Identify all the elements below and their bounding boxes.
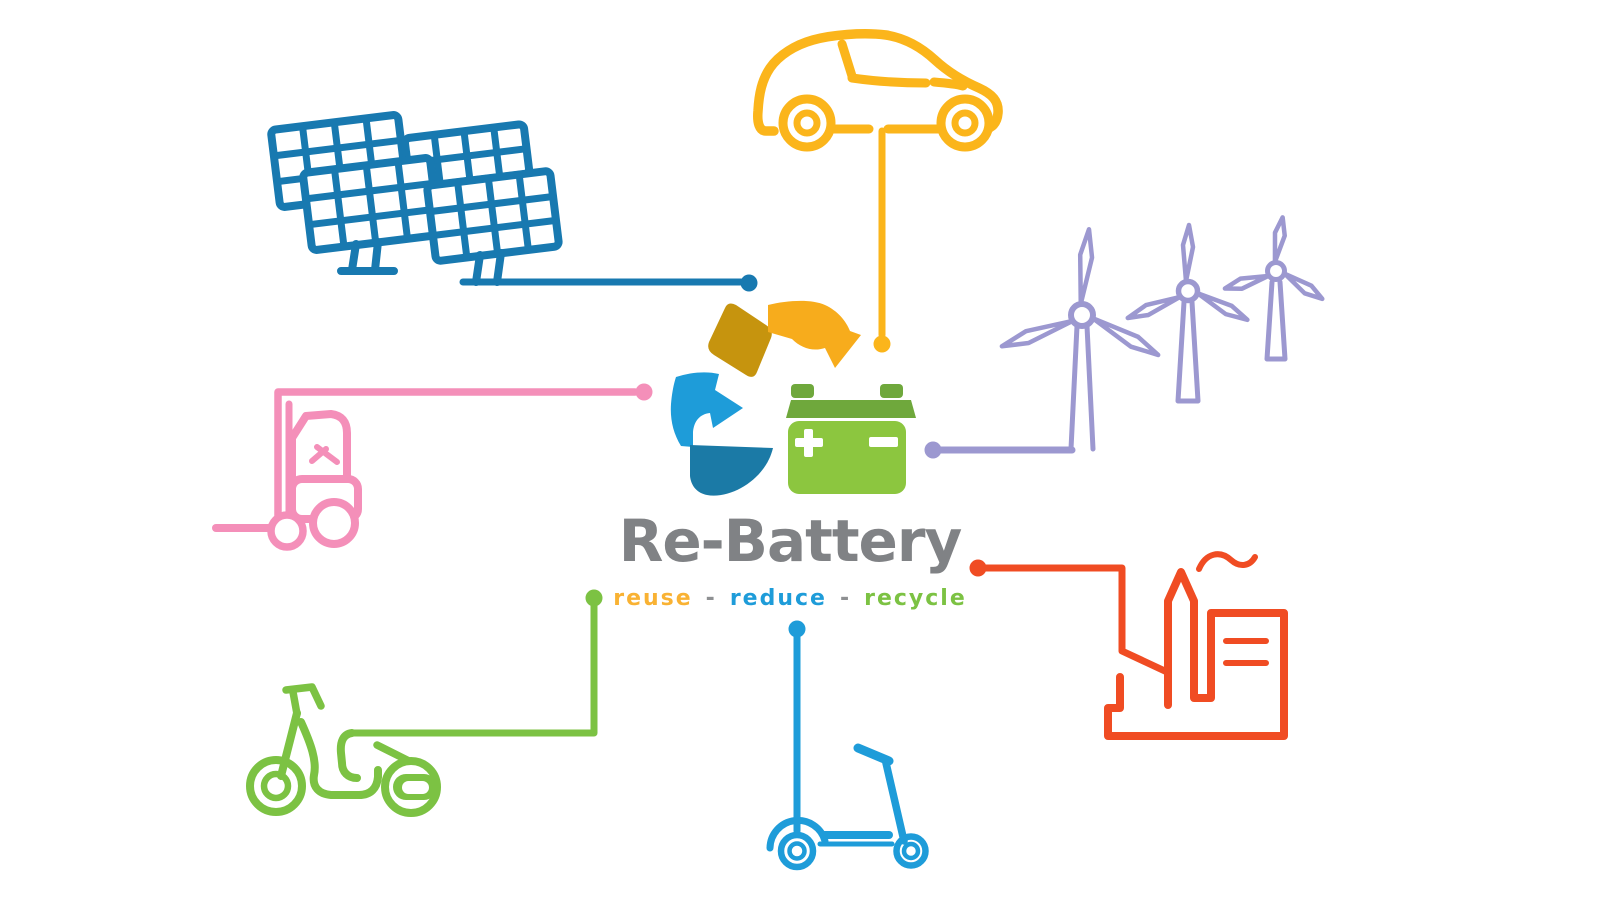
- wind-turbine: [999, 227, 1161, 452]
- turbine-nacelle: [1068, 301, 1096, 329]
- scooter-stem: [882, 759, 908, 845]
- battery-icon: [786, 384, 916, 494]
- wind-turbine: [1222, 215, 1325, 362]
- factory-connector-dot: [969, 559, 987, 577]
- solar-panel: [423, 167, 563, 265]
- logo-title: Re-Battery: [618, 507, 963, 575]
- moped-seat-tube: [336, 729, 361, 782]
- moped-connector-line: [348, 602, 598, 737]
- recycle-arrow-gold: [708, 303, 772, 377]
- moped-connector-dot: [585, 589, 603, 607]
- wind-turbine: [1125, 222, 1250, 404]
- electric-moped-icon: [246, 589, 603, 817]
- logo-tagline: reuse - reduce - recycle: [600, 586, 980, 611]
- moped-front-hub: [260, 770, 292, 802]
- moped-handlebar: [282, 683, 325, 710]
- battery-terminal: [880, 384, 903, 398]
- forklift-front-wheel: [267, 511, 307, 551]
- scooter-rear-hub: [901, 841, 921, 861]
- factory-windows: [1223, 638, 1269, 666]
- factory-connector-line: [974, 564, 1171, 676]
- tagline-separator: -: [705, 586, 717, 611]
- battery-top-bar: [786, 400, 916, 418]
- solar-panel: [299, 154, 443, 254]
- factory-icon: [969, 551, 1288, 740]
- forklift-rear-wheel: [309, 498, 359, 548]
- moped-frame: [297, 718, 382, 799]
- scooter-connector-dot: [788, 620, 806, 638]
- solar-panels-icon: [267, 111, 758, 292]
- car-wheel-hub: [951, 109, 979, 137]
- car-wheel: [936, 94, 994, 152]
- tagline-separator: -: [839, 586, 852, 611]
- recycle-arrow-yellow: [768, 300, 861, 368]
- car-wheel: [778, 94, 836, 152]
- tagline-word-reuse: reuse: [613, 586, 693, 611]
- scooter-front-wheel: [777, 831, 817, 871]
- forklift-connector-dot: [635, 383, 653, 401]
- turbine-nacelle: [1175, 278, 1201, 304]
- battery-minus-symbol: [869, 437, 898, 447]
- car-a-pillar: [837, 39, 857, 81]
- car-beltline: [847, 73, 968, 91]
- tagline-word-recycle: recycle: [864, 586, 967, 611]
- battery-plus-symbol: [795, 429, 823, 457]
- forklift-cab: [288, 410, 351, 483]
- tagline-word-reduce: reduce: [729, 586, 827, 611]
- scooter-handlebar: [853, 743, 894, 766]
- recycle-arrow-teal: [690, 445, 773, 496]
- factory-building: [1104, 568, 1288, 740]
- solar-panel-stand: [472, 249, 505, 286]
- solar-panel-stand: [337, 238, 398, 275]
- wind-turbines-icon: [924, 215, 1325, 459]
- scooter-front-hub: [787, 841, 807, 861]
- car-body: [753, 29, 1003, 136]
- forklift-icon: [212, 383, 653, 551]
- forklift-steering-lever: [309, 444, 340, 465]
- moped-stem: [289, 688, 301, 718]
- solar-connector-dot: [740, 274, 758, 292]
- car-wheel-hub: [793, 109, 821, 137]
- turbine-nacelle: [1265, 260, 1287, 282]
- wind-connector-dot: [924, 441, 942, 459]
- factory-smoke: [1196, 551, 1258, 572]
- scooter-fender: [766, 816, 829, 852]
- kick-scooter-icon: [766, 620, 929, 871]
- electric-car-icon: [753, 29, 1003, 353]
- recycling-arrows-icon: [670, 300, 861, 496]
- battery-terminal: [791, 384, 814, 398]
- forklift-mast-and-connector: [274, 388, 639, 521]
- car-connector-dot: [873, 335, 891, 353]
- moped-motor-hole: [402, 781, 429, 794]
- moped-fork: [277, 709, 301, 780]
- moped-front-wheel: [246, 756, 306, 816]
- recycle-arrow-blue: [670, 372, 743, 447]
